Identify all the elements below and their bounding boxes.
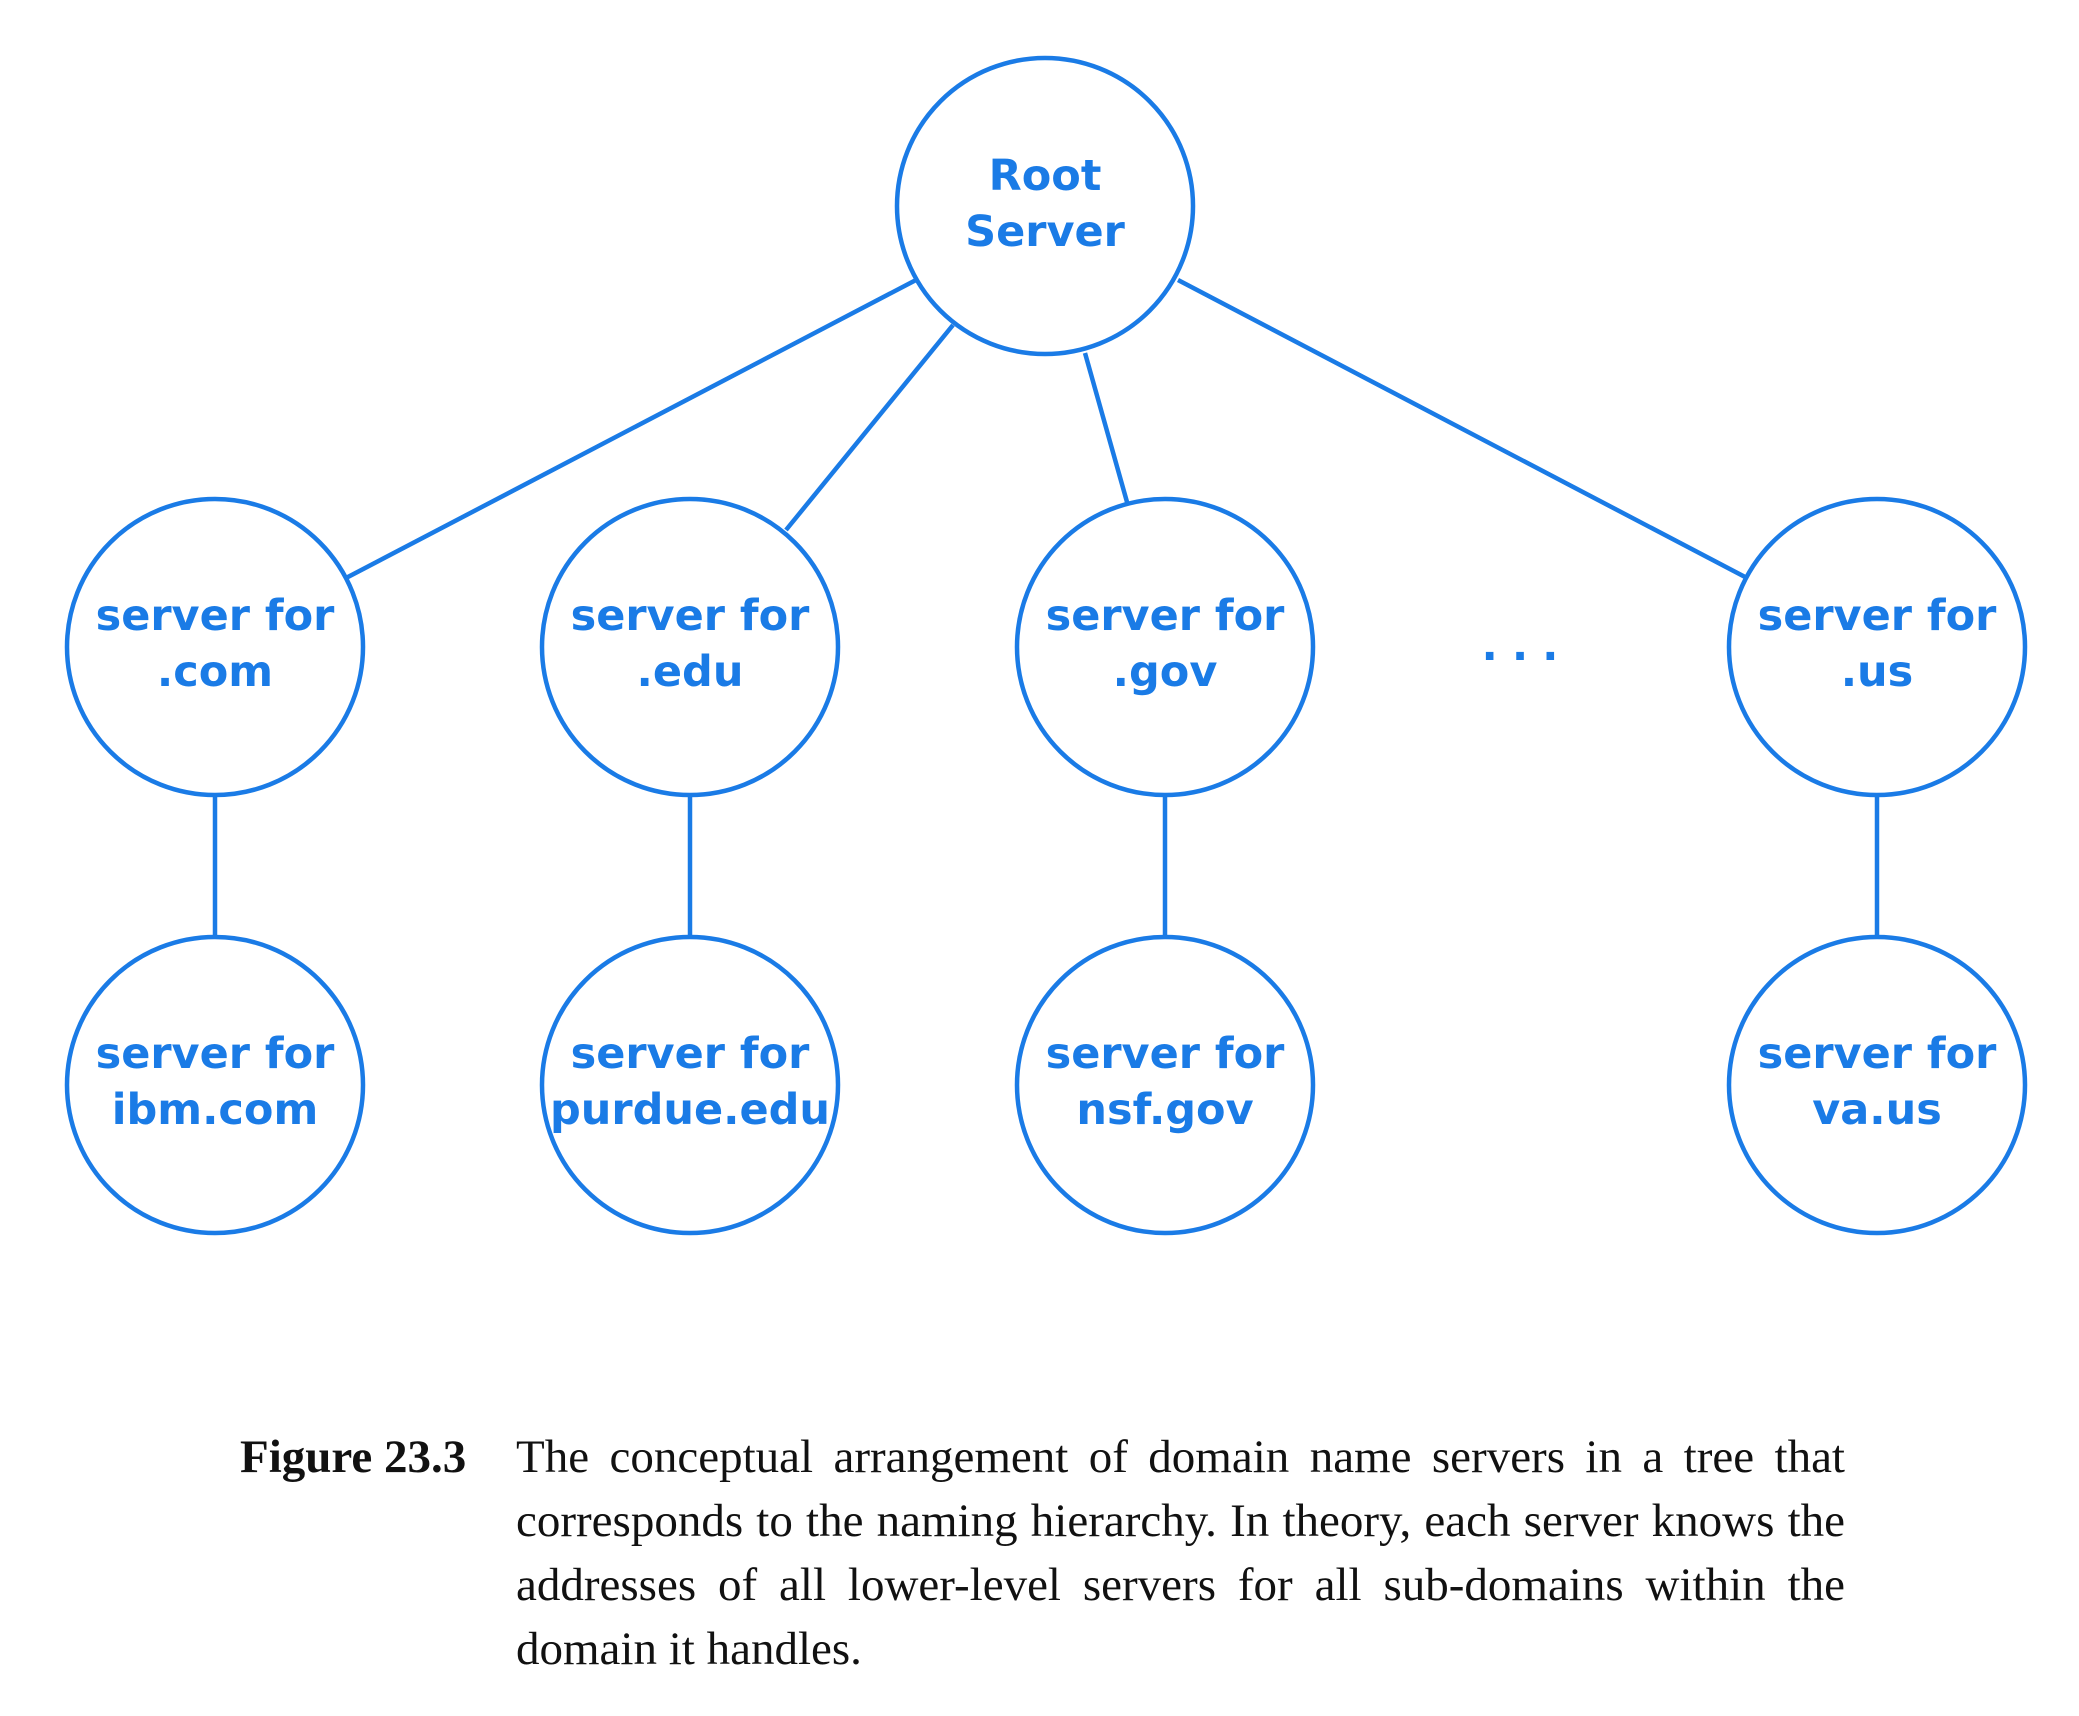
server-label-line2: va.us [1812, 1085, 1942, 1135]
edge-root-us [1176, 278, 1749, 580]
server-label-line1: server for [571, 1029, 811, 1079]
server-label-line1: server for [1046, 1029, 1286, 1079]
server-label-line1: server for [1046, 591, 1286, 641]
server-label-line1: server for [1758, 1029, 1998, 1079]
server-node-nsf-gov: server for nsf.gov [1014, 934, 1316, 1236]
server-label-line2: .gov [1113, 647, 1218, 697]
figure-caption-text: The conceptual arrangement of domain nam… [516, 1431, 1845, 1675]
server-label-line2: purdue.edu [550, 1085, 830, 1135]
server-label-line1: server for [96, 591, 336, 641]
server-label-line2: ibm.com [112, 1085, 319, 1135]
root-server-label-line1: Root [989, 151, 1102, 201]
root-server-label-line2: Server [965, 207, 1126, 257]
figure-label: Figure 23.3 [240, 1431, 467, 1483]
server-node-purdue-edu: server for purdue.edu [539, 934, 841, 1236]
server-node-edu: server for .edu [539, 496, 841, 798]
server-label-line1: server for [571, 591, 811, 641]
edge-root-edu [784, 323, 955, 532]
server-node-gov: server for .gov [1014, 496, 1316, 798]
server-label-line2: nsf.gov [1076, 1085, 1253, 1135]
server-node-us: server for .us [1726, 496, 2028, 798]
server-label-line2: .us [1841, 647, 1914, 697]
domain-server-tree-diagram: Root Server server for .com server for .… [64, 55, 2028, 1236]
server-label-line1: server for [96, 1029, 336, 1079]
server-node-com: server for .com [64, 496, 366, 798]
server-label-line1: server for [1758, 591, 1998, 641]
edge-root-com [344, 278, 918, 580]
root-server-node: Root Server [894, 55, 1196, 357]
server-node-va-us: server for va.us [1726, 934, 2028, 1236]
server-label-line2: .com [157, 647, 273, 697]
ellipsis: ... [1481, 621, 1572, 671]
edge-root-gov [1082, 352, 1130, 503]
server-label-line2: .edu [637, 647, 744, 697]
figure-caption: Figure 23.3 The conceptual arrangement o… [240, 1425, 1845, 1681]
server-node-ibm-com: server for ibm.com [64, 934, 366, 1236]
